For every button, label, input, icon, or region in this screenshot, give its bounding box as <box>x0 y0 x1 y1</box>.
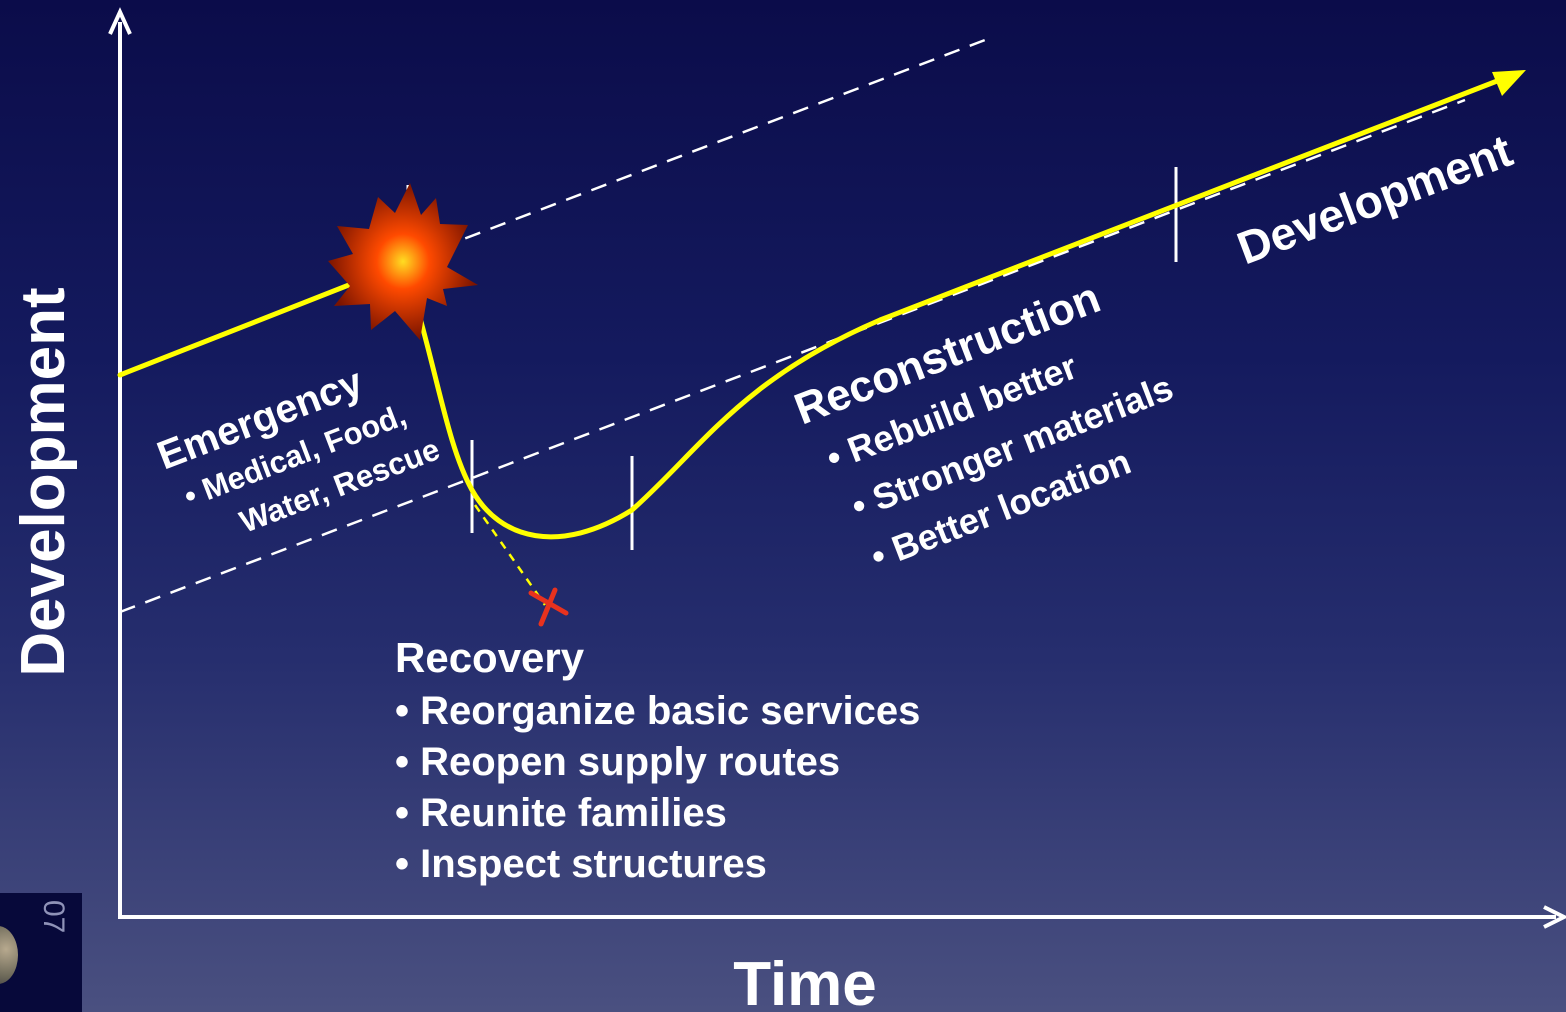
x-axis-label: Time <box>733 950 877 1012</box>
y-axis-arrow <box>108 7 132 35</box>
failure-x-mark <box>528 587 569 627</box>
lower-dashed-trend <box>119 98 1466 614</box>
development-curve-arrowhead <box>1492 70 1526 96</box>
recovery-item-4: • Inspect structures <box>395 842 767 886</box>
reconstruction-label: Reconstruction • Rebuild better • Strong… <box>788 273 1178 577</box>
emergency-label: Emergency • Medical, Food, Water, Rescue <box>151 360 444 540</box>
upper-dashed-trend <box>439 38 986 250</box>
recovery-item-3: • Reunite families <box>395 791 727 835</box>
disaster-burst-icon <box>328 183 478 340</box>
slide-number: 07 <box>37 900 70 934</box>
y-axis-label: Development <box>9 287 78 676</box>
recovery-item-1: • Reorganize basic services <box>395 689 920 733</box>
development-curve <box>117 73 1513 540</box>
failed-recovery-dotted-line <box>473 504 547 606</box>
recovery-label: Recovery • Reorganize basic services • R… <box>395 634 920 886</box>
globe-logo-icon <box>0 926 18 984</box>
recovery-item-2: • Reopen supply routes <box>395 740 840 784</box>
x-axis-arrow <box>1543 905 1566 929</box>
development-trend-label: Development <box>1230 124 1519 274</box>
recovery-title: Recovery <box>395 634 585 681</box>
